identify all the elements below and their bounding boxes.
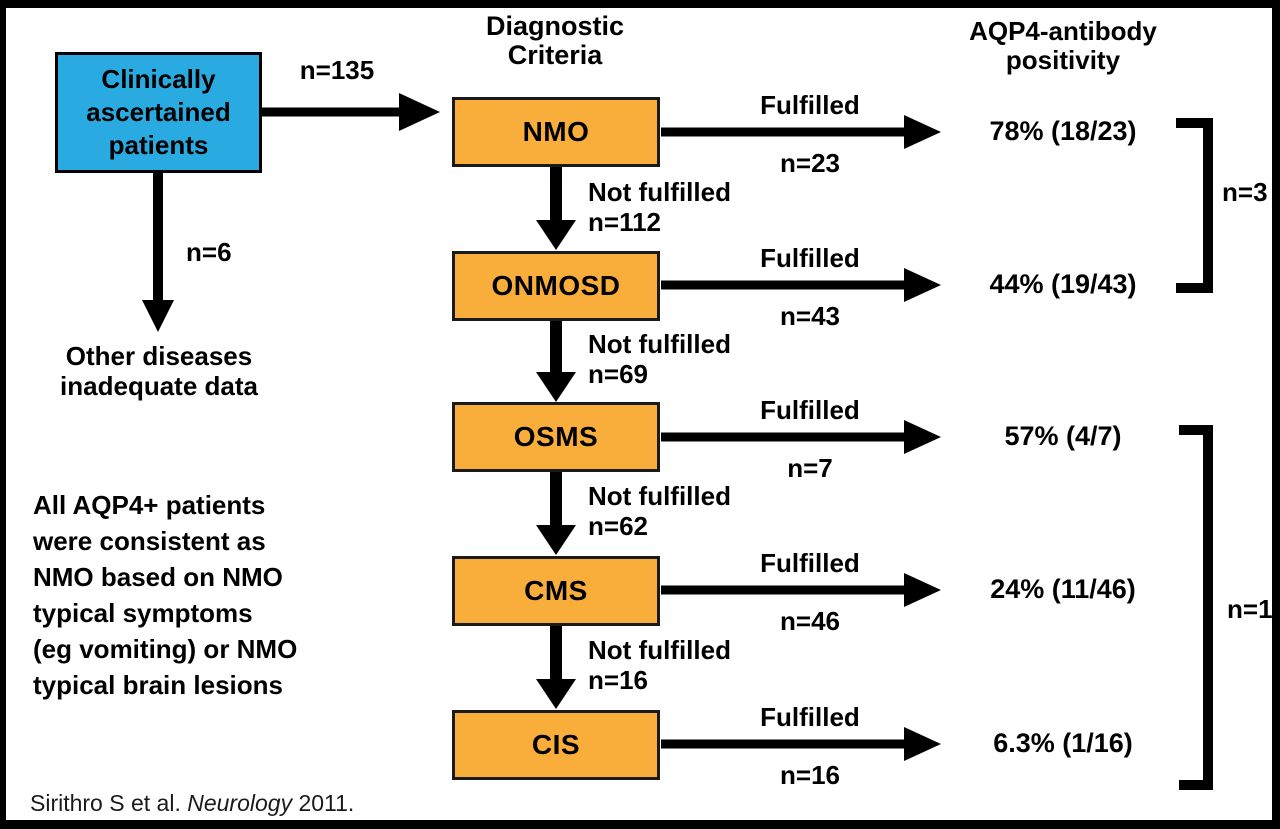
- note-line: typical brain lesions: [33, 670, 283, 700]
- arrow-onmosd-fulfilled: [661, 268, 941, 302]
- note-line: typical symptoms: [33, 598, 253, 628]
- not-fulfilled-n-label: n=112: [588, 207, 662, 237]
- arrow-nmo-to-onmosd: [536, 167, 576, 250]
- fulfilled-n-label: n=7: [787, 453, 833, 483]
- not-fulfilled-label: Not fulfilled: [588, 635, 731, 665]
- result-value: 24% (11/46): [990, 574, 1136, 604]
- note-line: NMO based on NMO: [33, 562, 283, 592]
- fulfilled-label: Fulfilled: [760, 702, 860, 732]
- note-line: All AQP4+ patients: [33, 490, 266, 520]
- arrow-osms-fulfilled: [661, 420, 941, 454]
- note-block: All AQP4+ patients were consistent as NM…: [33, 487, 297, 703]
- note-line: (eg vomiting) or NMO: [33, 634, 298, 664]
- bracket-top-n-label: n=3: [1222, 177, 1268, 207]
- arrow-osms-to-cms: [536, 471, 576, 555]
- criteria-column-header: Diagnostic Criteria: [485, 11, 625, 70]
- frame-border-bottom: [0, 820, 1280, 829]
- criteria-box-onmosd: ONMOSD: [452, 251, 660, 321]
- criteria-box-osms: OSMS: [452, 402, 660, 472]
- citation-year: 2011.: [292, 790, 355, 816]
- fulfilled-label: Fulfilled: [760, 90, 860, 120]
- not-fulfilled-n-label: n=69: [588, 359, 648, 389]
- fulfilled-label: Fulfilled: [760, 395, 860, 425]
- inflow-n-label: n=135: [299, 55, 375, 85]
- not-fulfilled-block: Not fulfilled n=16: [588, 635, 731, 695]
- not-fulfilled-label: Not fulfilled: [588, 481, 731, 511]
- bracket-bottom-n-label: n=1: [1227, 594, 1273, 624]
- source-box: Clinically ascertained patients: [55, 52, 262, 173]
- fulfilled-n-label: n=46: [780, 606, 840, 636]
- frame-border-right: [1272, 0, 1280, 829]
- fulfilled-n-label: n=16: [780, 760, 840, 790]
- not-fulfilled-n-label: n=16: [588, 665, 648, 695]
- excluded-n-label: n=6: [186, 237, 232, 267]
- frame-border-top: [0, 0, 1280, 8]
- note-line: were consistent as: [33, 526, 266, 556]
- fulfilled-n-label: n=43: [780, 301, 840, 331]
- bracket-bottom: [1179, 425, 1213, 790]
- arrow-source-to-nmo: [262, 93, 440, 131]
- arrow-cms-to-cis: [536, 625, 576, 709]
- criteria-box-label: CMS: [524, 575, 588, 606]
- bracket-top: [1176, 118, 1213, 293]
- not-fulfilled-n-label: n=62: [588, 511, 648, 541]
- fulfilled-label: Fulfilled: [760, 243, 860, 273]
- not-fulfilled-block: Not fulfilled n=62: [588, 481, 731, 541]
- not-fulfilled-label: Not fulfilled: [588, 329, 731, 359]
- frame-border-left: [0, 0, 6, 829]
- result-value: 44% (19/43): [989, 269, 1137, 299]
- arrow-nmo-fulfilled: [661, 115, 941, 149]
- citation-authors: Sirithro S et al.: [30, 790, 188, 816]
- citation-journal: Neurology: [187, 790, 293, 816]
- citation: Sirithro S et al. Neurology 2011.: [30, 790, 354, 817]
- excluded-label: Other diseases inadequate data: [60, 341, 258, 401]
- fulfilled-n-label: n=23: [780, 148, 840, 178]
- criteria-box-label: OSMS: [513, 421, 599, 452]
- source-box-label: Clinically ascertained patients: [86, 64, 231, 160]
- criteria-box-label: ONMOSD: [491, 270, 621, 301]
- criteria-box-label: CIS: [531, 729, 581, 760]
- result-value: 6.3% (1/16): [993, 728, 1133, 758]
- result-column-header: AQP4-antibody positivity: [969, 16, 1157, 75]
- result-value: 78% (18/23): [989, 116, 1137, 146]
- criteria-box-cms: CMS: [452, 556, 660, 626]
- criteria-box-label: NMO: [522, 116, 590, 147]
- not-fulfilled-block: Not fulfilled n=112: [588, 177, 731, 237]
- fulfilled-label: Fulfilled: [760, 548, 860, 578]
- criteria-box-cis: CIS: [452, 710, 660, 780]
- arrow-cms-fulfilled: [661, 573, 941, 607]
- arrow-onmosd-to-osms: [536, 319, 576, 402]
- arrow-cis-fulfilled: [661, 727, 941, 761]
- not-fulfilled-label: Not fulfilled: [588, 177, 731, 207]
- criteria-box-nmo: NMO: [452, 97, 660, 167]
- not-fulfilled-block: Not fulfilled n=69: [588, 329, 731, 389]
- result-value: 57% (4/7): [1004, 421, 1122, 451]
- arrow-source-to-excluded: [142, 173, 174, 332]
